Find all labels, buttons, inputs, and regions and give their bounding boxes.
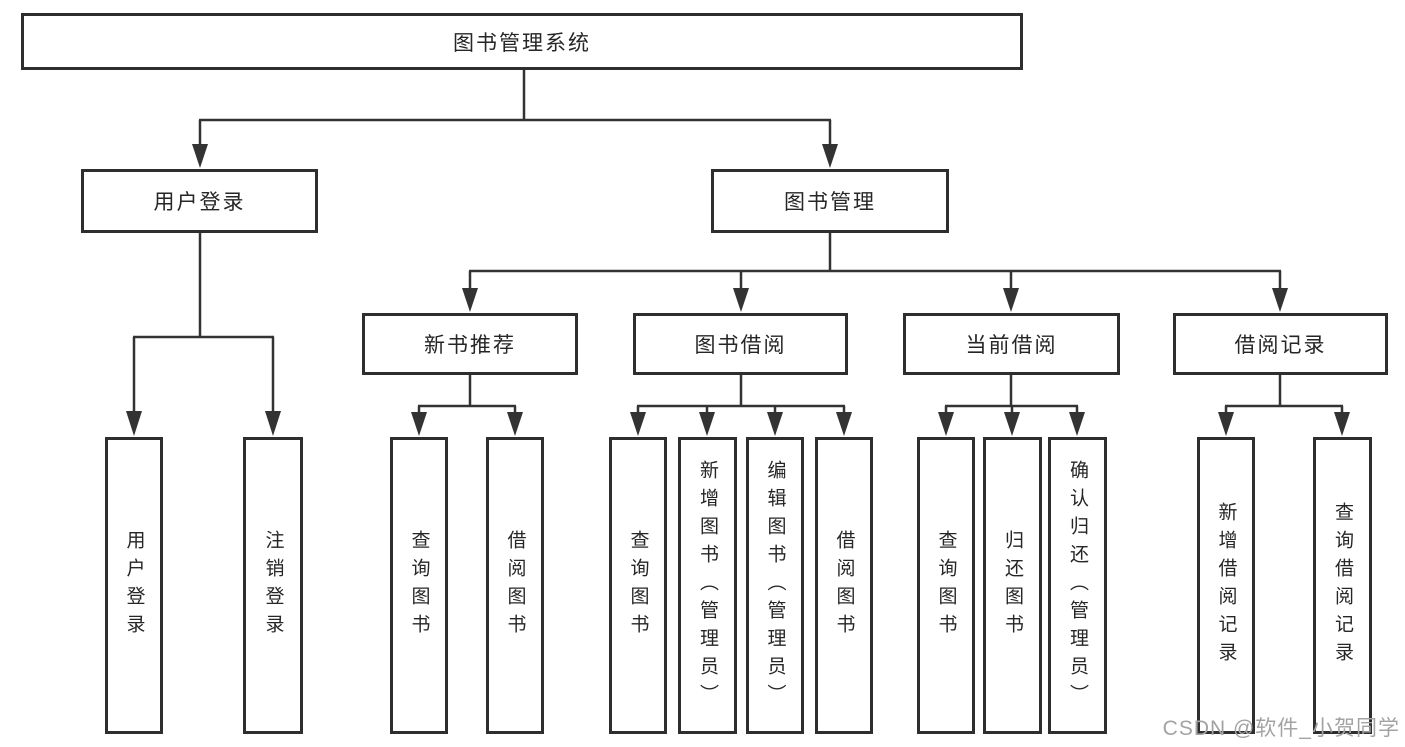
leaf-current-query-books-label: 查询图书 — [935, 529, 957, 642]
connector-root-to-level2 — [192, 70, 838, 168]
leaf-current-query-books: 查询图书 — [917, 437, 975, 734]
node-book-management: 图书管理 — [711, 169, 949, 233]
connector-records-to-leaves — [1218, 375, 1350, 436]
leaf-records-add-record: 新增借阅记录 — [1197, 437, 1255, 734]
leaf-borrowing-add-books: 新增图书（管理员） — [678, 437, 737, 734]
node-system-root-label: 图书管理系统 — [453, 31, 591, 55]
leaf-recommend-query-books-label: 查询图书 — [408, 529, 430, 642]
leaf-borrowing-borrow-books-label: 借阅图书 — [833, 529, 855, 642]
node-user-login: 用户登录 — [81, 169, 318, 233]
node-system-root: 图书管理系统 — [21, 13, 1023, 70]
node-user-login-label: 用户登录 — [153, 191, 246, 214]
leaf-records-add-record-label: 新增借阅记录 — [1215, 501, 1237, 670]
leaf-user-login: 用户登录 — [105, 437, 163, 734]
node-book-borrowing: 图书借阅 — [633, 313, 848, 375]
leaf-logout: 注销登录 — [243, 437, 303, 734]
leaf-logout-label: 注销登录 — [262, 529, 284, 642]
leaf-borrowing-query-books-label: 查询图书 — [627, 529, 649, 642]
connector-recommend-to-leaves — [411, 375, 523, 436]
connector-bookmgmt-to-level3 — [462, 233, 1288, 312]
node-new-book-recommendation: 新书推荐 — [362, 313, 578, 375]
node-current-borrowing-label: 当前借阅 — [965, 334, 1058, 357]
leaf-recommend-query-books: 查询图书 — [390, 437, 448, 734]
node-book-borrowing-label: 图书借阅 — [694, 334, 787, 357]
node-new-book-recommendation-label: 新书推荐 — [424, 334, 516, 357]
node-current-borrowing: 当前借阅 — [903, 313, 1120, 375]
leaf-user-login-label: 用户登录 — [123, 529, 145, 642]
leaf-current-confirm-return: 确认归还（管理员） — [1048, 437, 1107, 734]
node-borrowing-records: 借阅记录 — [1173, 313, 1388, 375]
watermark: CSDN @软件_小贺同学 — [1162, 717, 1400, 740]
node-borrowing-records-label: 借阅记录 — [1234, 334, 1327, 357]
leaf-current-return-books-label: 归还图书 — [1002, 529, 1023, 642]
leaf-records-query-record-label: 查询借阅记录 — [1332, 501, 1353, 670]
leaf-recommend-borrow-books: 借阅图书 — [486, 437, 544, 734]
leaf-current-return-books: 归还图书 — [983, 437, 1042, 734]
leaf-current-confirm-return-label: 确认归还（管理员） — [1067, 459, 1088, 712]
leaf-borrowing-query-books: 查询图书 — [609, 437, 667, 734]
leaf-borrowing-borrow-books: 借阅图书 — [815, 437, 873, 734]
leaf-borrowing-edit-books: 编辑图书（管理员） — [746, 437, 804, 734]
leaf-recommend-borrow-books-label: 借阅图书 — [504, 529, 526, 642]
node-book-management-label: 图书管理 — [784, 191, 876, 214]
connector-borrowing-to-leaves — [630, 375, 852, 436]
connector-current-to-leaves — [938, 375, 1085, 436]
leaf-borrowing-add-books-label: 新增图书（管理员） — [697, 459, 718, 712]
leaf-records-query-record: 查询借阅记录 — [1313, 437, 1372, 734]
connector-userlogin-to-leaves — [126, 233, 281, 436]
leaf-borrowing-edit-books-label: 编辑图书（管理员） — [764, 459, 786, 712]
